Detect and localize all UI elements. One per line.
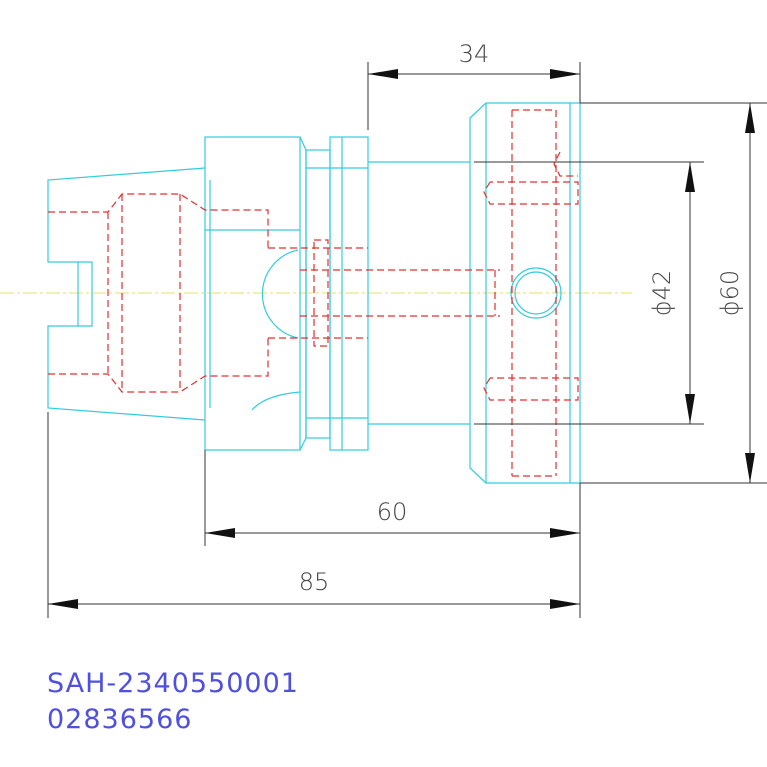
- part-number: 02836566: [47, 704, 193, 735]
- cutout-arc: [261, 249, 299, 339]
- groove-left: [305, 149, 331, 439]
- arrow-85-left: [48, 599, 78, 609]
- arrow-60-right: [550, 528, 580, 538]
- arrow-85-right: [550, 599, 580, 609]
- shank-outline: [47, 167, 206, 421]
- dim-label-85: 85: [299, 568, 330, 596]
- arrow-34-right: [550, 69, 580, 79]
- arrow-60d-bottom: [745, 453, 755, 483]
- arrow-34-left: [368, 69, 398, 79]
- part-outline: [47, 102, 581, 484]
- pin-hole: [510, 267, 562, 319]
- hidden-lines: [48, 109, 579, 477]
- arrow-42-bottom: [685, 394, 695, 424]
- collar-body: [204, 136, 301, 451]
- dim-label-phi60: ϕ60: [716, 270, 744, 316]
- arrow-60-left: [205, 528, 235, 538]
- arrow-60d-top: [745, 103, 755, 133]
- dimension-lines: [47, 62, 767, 618]
- dim-label-34: 34: [459, 40, 490, 68]
- groove-right: [329, 136, 369, 451]
- part-code: SAH-2340550001: [47, 668, 299, 699]
- arrow-42-top: [685, 162, 695, 192]
- dim-label-phi42: ϕ42: [648, 270, 676, 316]
- dim-label-60: 60: [377, 498, 408, 526]
